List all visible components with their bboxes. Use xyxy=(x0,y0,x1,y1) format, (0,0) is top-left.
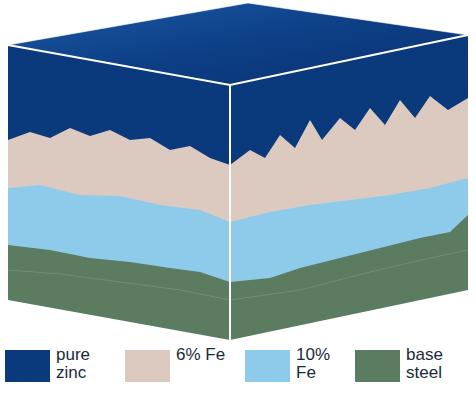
legend-label: 10% Fe xyxy=(296,346,352,382)
legend-swatch xyxy=(245,350,290,382)
legend-label: base steel xyxy=(406,346,462,382)
fe6-layer xyxy=(8,45,230,222)
block-edge xyxy=(8,35,468,85)
legend-swatch xyxy=(355,350,400,382)
steel-layer xyxy=(8,45,230,340)
legend-swatch xyxy=(125,350,170,382)
legend-swatch xyxy=(5,350,50,382)
fe10-layer xyxy=(230,35,468,282)
legend-label: pure zinc xyxy=(56,346,112,382)
fe10-layer xyxy=(8,45,230,282)
zinc-layer xyxy=(230,35,468,165)
steel-texture xyxy=(8,270,230,300)
block-edge xyxy=(8,3,468,45)
block-edge xyxy=(229,85,231,340)
steel-texture xyxy=(230,250,468,300)
zinc-layer xyxy=(8,45,230,165)
steel-layer xyxy=(230,35,468,340)
legend-label: 6% Fe xyxy=(176,346,232,364)
fe6-layer xyxy=(230,35,468,222)
legend: pure zinc 6% Fe 10% Fe base steel xyxy=(0,346,476,416)
